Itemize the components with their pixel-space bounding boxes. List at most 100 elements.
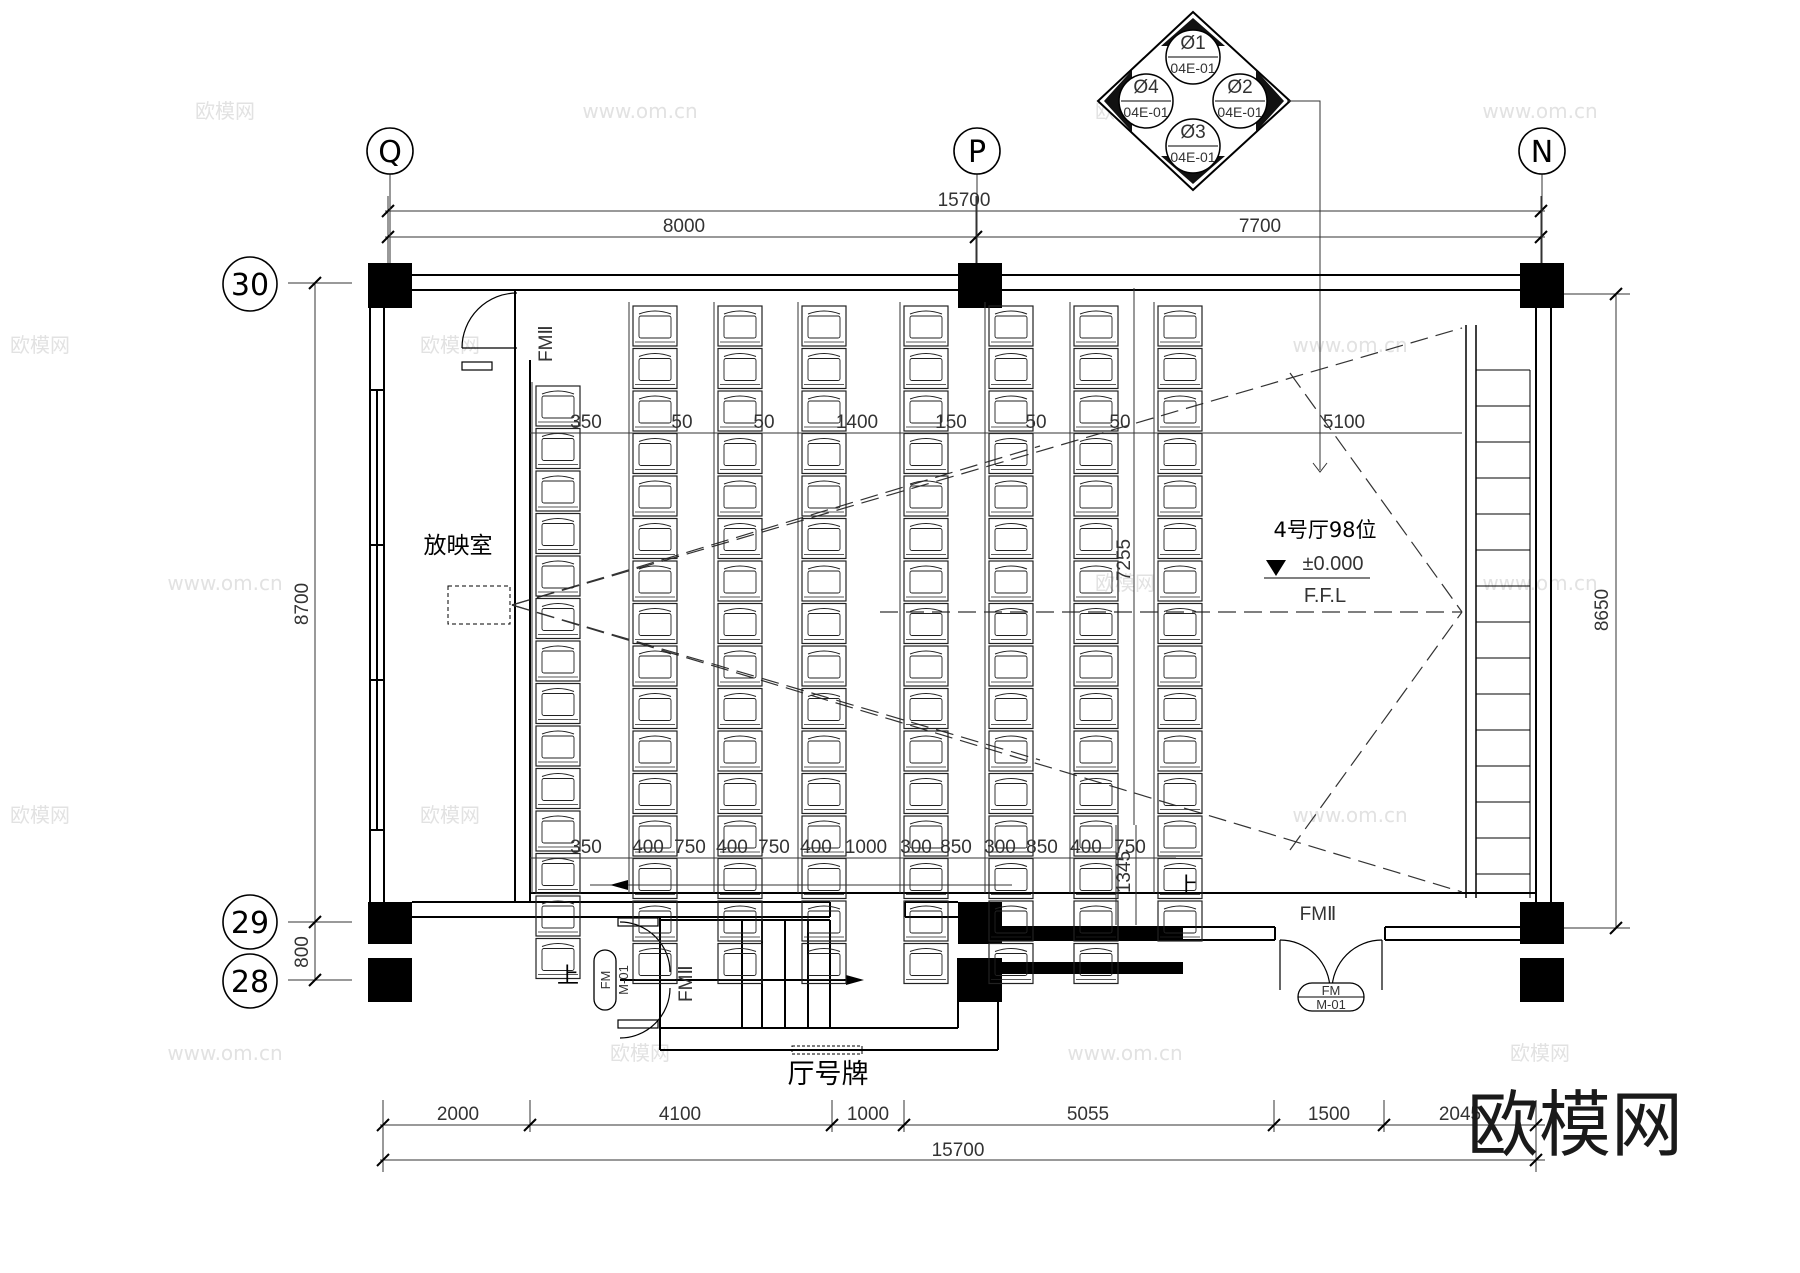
bottom-dimension-4: 5055 xyxy=(1067,1104,1109,1125)
door-label-stair: FMⅡ xyxy=(676,965,697,1002)
seating xyxy=(531,302,1203,985)
row-dimension-lower: 750 xyxy=(758,837,790,858)
axis-label-28: 28 xyxy=(231,965,269,1000)
seat xyxy=(801,560,847,602)
bottom-dimension-3: 1000 xyxy=(847,1104,889,1125)
top-total-dimension: 15700 xyxy=(938,190,991,211)
watermark-text: www.om.cn xyxy=(1482,571,1597,595)
top-dimension-left: 8000 xyxy=(663,216,705,237)
seat xyxy=(632,432,678,475)
seat xyxy=(535,767,581,810)
seat xyxy=(988,645,1034,687)
seat xyxy=(535,852,581,895)
seat xyxy=(801,602,847,645)
section-marker-4: Ø4 xyxy=(1133,77,1159,98)
seat xyxy=(903,900,949,942)
seat xyxy=(535,470,581,512)
axis-label-29: 29 xyxy=(231,906,269,941)
top-dimension-right: 7700 xyxy=(1239,216,1281,237)
seat xyxy=(535,597,581,640)
elevation-marker-icon xyxy=(1266,560,1286,576)
door-tag-code-stair: M-01 xyxy=(616,965,631,995)
axis-bubble-p: P xyxy=(953,127,1001,268)
seat xyxy=(903,687,949,730)
seat xyxy=(903,347,949,390)
seat xyxy=(903,730,949,772)
seat xyxy=(1073,305,1119,347)
seat xyxy=(903,645,949,687)
stair-up-label-left: 上 xyxy=(557,964,579,989)
aisle-lines xyxy=(530,288,1462,925)
elevation-label: ±0.000 xyxy=(1302,553,1363,575)
seat xyxy=(1157,730,1203,772)
bottom-total-dimension: 15700 xyxy=(932,1140,985,1161)
left-total-dimension: 8700 xyxy=(292,583,313,625)
seat xyxy=(1073,687,1119,730)
seat xyxy=(988,305,1034,347)
seat xyxy=(988,602,1034,645)
row-dimension-lower: 750 xyxy=(1114,837,1146,858)
row-dimension-upper: 350 xyxy=(570,412,602,433)
seat xyxy=(801,432,847,475)
seat xyxy=(632,772,678,815)
door-tag-fm-stair: FM xyxy=(598,971,613,990)
axis-bubble-q: Q xyxy=(366,127,414,268)
row-dimension-lower: 1000 xyxy=(845,837,887,858)
seat xyxy=(717,772,763,815)
seat xyxy=(1073,347,1119,390)
row-dimension-lower: 850 xyxy=(940,837,972,858)
axis-label-30: 30 xyxy=(231,268,269,303)
aisle-arrow xyxy=(610,880,628,890)
seat xyxy=(632,347,678,390)
axis-label-n: N xyxy=(1531,135,1553,170)
seat xyxy=(717,560,763,602)
row-dimension-lower: 750 xyxy=(674,837,706,858)
seat xyxy=(1157,687,1203,730)
seat xyxy=(632,390,678,432)
doors xyxy=(461,292,1383,1039)
seat xyxy=(801,772,847,815)
projector xyxy=(447,585,511,625)
section-marker-code-4: 04E-01 xyxy=(1123,104,1168,120)
seat xyxy=(1157,475,1203,517)
seat xyxy=(988,687,1034,730)
floor-reference-label: F.F.L xyxy=(1304,585,1346,607)
seat xyxy=(1073,730,1119,772)
watermark-text: 欧模网 xyxy=(1095,571,1155,595)
door-tag-code-entrance: M-01 xyxy=(1316,997,1346,1012)
row-dimension-upper: 50 xyxy=(1109,412,1130,433)
columns xyxy=(368,263,1564,1002)
seat xyxy=(632,602,678,645)
seat xyxy=(632,475,678,517)
seat xyxy=(801,645,847,687)
axis-label-q: Q xyxy=(378,135,402,170)
watermark-text: www.om.cn xyxy=(1482,99,1597,123)
row-dimension-lower: 850 xyxy=(1026,837,1058,858)
watermark-text: www.om.cn xyxy=(1067,1041,1182,1065)
watermark-text: 欧模网 xyxy=(420,803,480,827)
seat xyxy=(717,602,763,645)
seat xyxy=(632,942,678,985)
seat xyxy=(535,682,581,725)
seat xyxy=(801,730,847,772)
seat xyxy=(1073,432,1119,475)
screen xyxy=(1465,325,1477,898)
row-dimension-lower: 300 xyxy=(984,837,1016,858)
axis-bubble-n: N xyxy=(1518,127,1566,268)
seat xyxy=(903,432,949,475)
seat xyxy=(717,645,763,687)
seat xyxy=(717,432,763,475)
row-dimension-upper: 50 xyxy=(671,412,692,433)
seat xyxy=(535,512,581,555)
seat xyxy=(903,560,949,602)
seat xyxy=(1157,517,1203,560)
seat xyxy=(1157,772,1203,815)
seat xyxy=(988,772,1034,815)
seat xyxy=(1157,305,1203,347)
vertical-dimension-step: 1345 xyxy=(1114,851,1135,893)
seat xyxy=(717,687,763,730)
watermark-text: 欧模网 xyxy=(420,333,480,357)
section-marker-code-3: 04E-01 xyxy=(1170,149,1215,165)
